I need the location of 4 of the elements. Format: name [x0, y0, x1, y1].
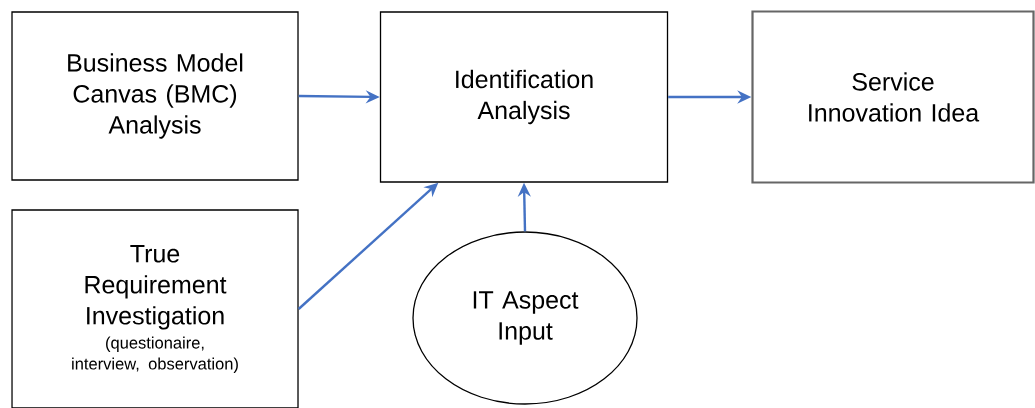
process-box: True Requirement Investigation (questionaire, interview, observation)	[11, 209, 299, 408]
process-box: Business Model Canvas (BMC) Analysis	[11, 11, 299, 181]
process-box: Service Innovation Idea	[751, 10, 1035, 184]
process-box: Identification Analysis	[379, 11, 669, 183]
